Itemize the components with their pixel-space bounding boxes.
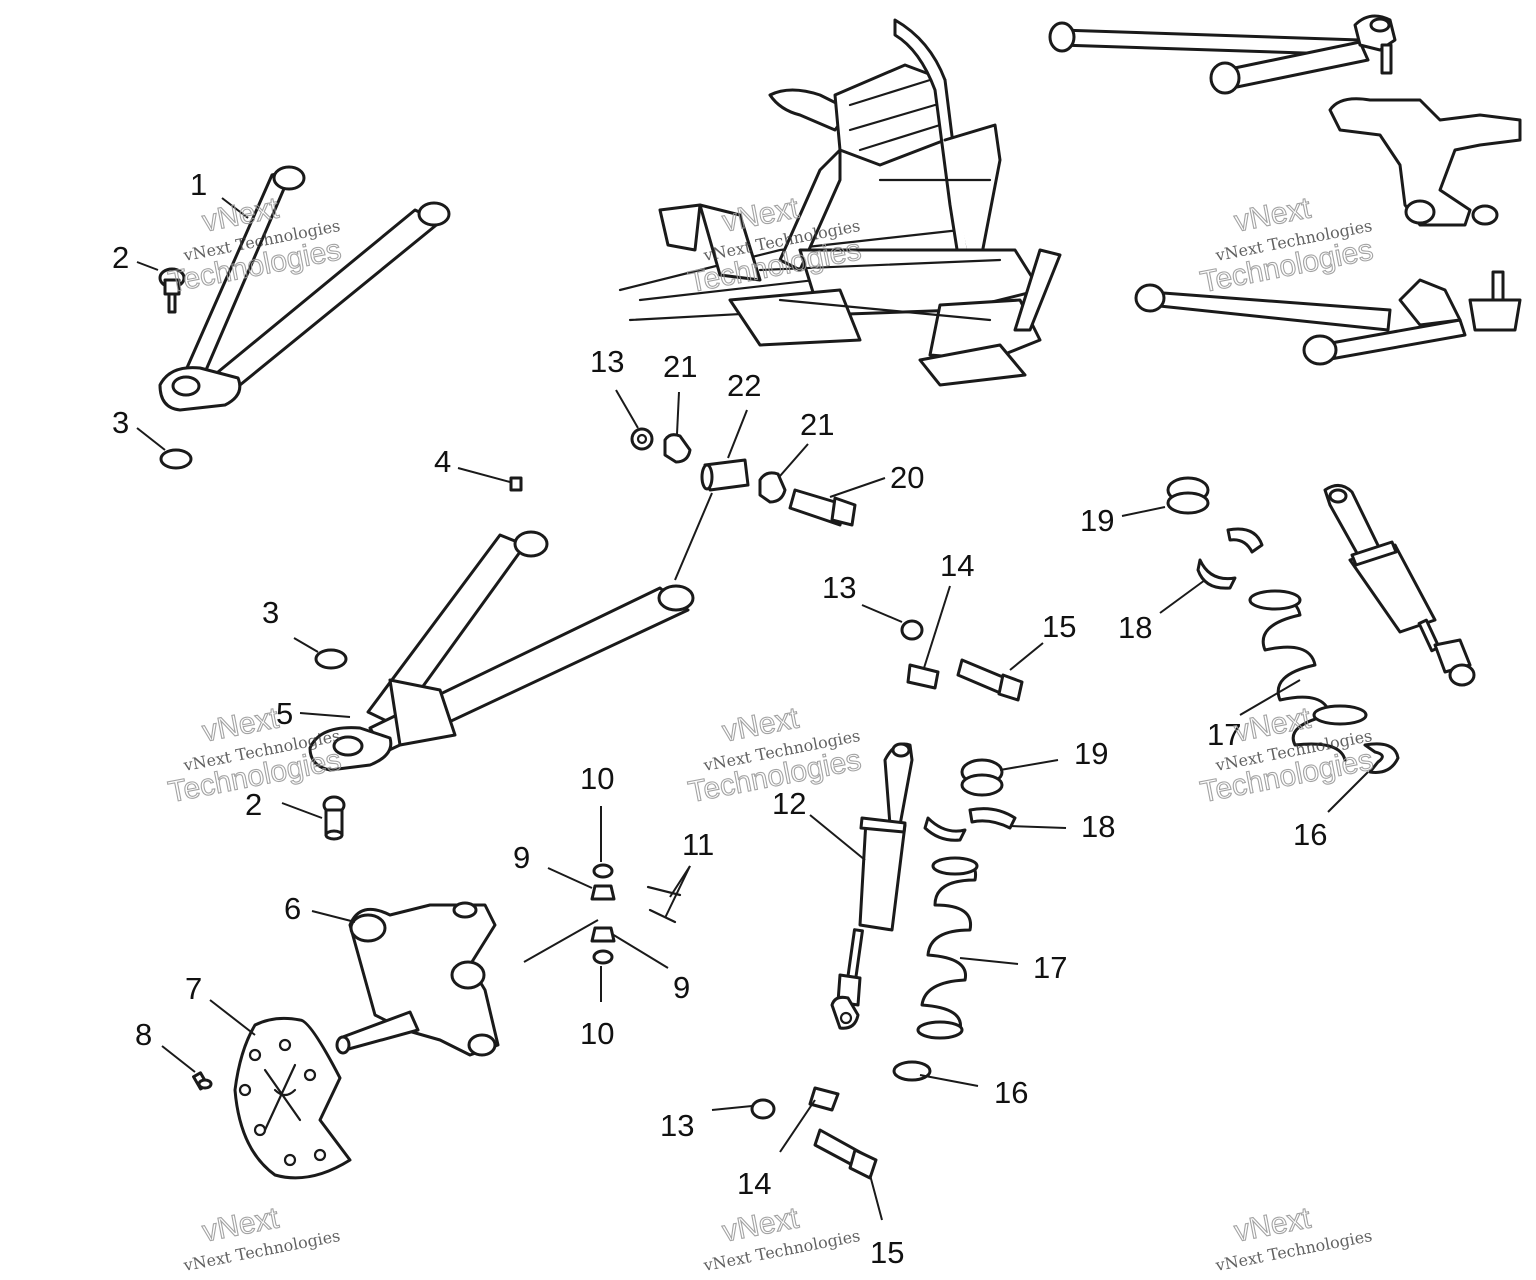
reference-upper-arm-part [1048, 14, 1397, 95]
callout-9: 9 [673, 970, 690, 1005]
circlip-upper-part [159, 448, 193, 470]
spring-stop-19-lower-part [960, 758, 1004, 797]
callout-13: 13 [822, 570, 856, 605]
spring-stop-19-upper-part [1166, 476, 1210, 515]
callout-18: 18 [1118, 610, 1152, 645]
watermark-middle-left: vNext vNext Technologies Technologies [165, 701, 344, 810]
callout-15: 15 [870, 1235, 904, 1270]
callout-21: 21 [800, 407, 834, 442]
brake-shield-part [233, 1016, 352, 1180]
watermark-bottom-right: vNext vNext Technologies [1213, 1201, 1374, 1275]
callout-10: 10 [580, 1016, 614, 1051]
reference-knuckle-part [1328, 97, 1522, 227]
callout-7: 7 [185, 971, 202, 1006]
nuts-washers-pins-part [590, 863, 682, 965]
callout-15: 15 [1042, 609, 1076, 644]
watermark-top-right: vNext vNext Technologies Technologies [1197, 191, 1376, 300]
screw-part [192, 1071, 213, 1091]
callout-22: 22 [727, 368, 761, 403]
callout-19: 19 [1080, 503, 1114, 538]
callout-2: 2 [245, 787, 262, 822]
lower-a-arm-part [308, 530, 695, 772]
watermark-bottom-left: vNext vNext Technologies [181, 1201, 342, 1275]
watermark-middle-center: vNext vNext Technologies Technologies [685, 701, 864, 810]
callout-13: 13 [660, 1108, 694, 1143]
callout-14: 14 [737, 1166, 771, 1201]
circlip-lower-part [314, 648, 348, 670]
upper-a-arm-part [158, 165, 451, 412]
shock-absorber-part [830, 742, 914, 1030]
callout-8: 8 [135, 1017, 152, 1052]
callout-3: 3 [262, 595, 279, 630]
callout-2: 2 [112, 240, 129, 275]
ball-joint-lower-part [322, 795, 346, 841]
callout-10: 10 [580, 761, 614, 796]
watermark-top-center: vNext vNext Technologies Technologies [685, 191, 864, 300]
callout-11: 11 [682, 827, 714, 862]
callout-16: 16 [1293, 817, 1327, 852]
callout-20: 20 [890, 460, 924, 495]
collet-18-left-part [923, 816, 967, 842]
callout-9: 9 [513, 840, 530, 875]
spring-seat-16-upper-part [1363, 742, 1400, 774]
callout-5: 5 [276, 696, 293, 731]
watermark-bottom-center: vNext vNext Technologies [701, 1201, 862, 1275]
pivot-hardware-part [630, 427, 857, 527]
steering-knuckle-part [335, 901, 500, 1057]
callout-21: 21 [663, 349, 697, 384]
callout-1: 1 [190, 167, 207, 202]
callout-3: 3 [112, 405, 129, 440]
callout-14: 14 [940, 548, 974, 583]
watermark-top-left: vNext vNext Technologies Technologies [165, 191, 344, 300]
small-bolt-part [509, 476, 523, 492]
frame-part [618, 18, 1062, 387]
callout-19: 19 [1074, 736, 1108, 771]
callout-16: 16 [994, 1075, 1028, 1110]
ball-joint-upper-part [158, 267, 186, 314]
shock-absorber-upper-part [1323, 484, 1476, 687]
bushing-bolt-bottom-part [750, 1086, 878, 1180]
spring-lower-part [916, 856, 979, 1040]
callout-13: 13 [590, 344, 624, 379]
callout-12: 12 [772, 786, 806, 821]
bushing-bolt-middle-part [900, 619, 1024, 702]
reference-lower-arm-part [1134, 270, 1522, 366]
callout-6: 6 [284, 891, 301, 926]
collet-18-right-part [968, 807, 1017, 830]
callout-17: 17 [1207, 717, 1241, 752]
spring-seat-16-lower-part [892, 1060, 932, 1082]
spring-upper-part [1248, 589, 1368, 762]
collet-18-lower-part [1196, 558, 1237, 590]
leader-lines [136, 197, 1369, 1221]
callout-18: 18 [1081, 809, 1115, 844]
callout-numbers: 1 2 3 4 3 5 2 6 7 8 13 21 22 21 20 13 14… [112, 167, 1327, 1270]
callout-17: 17 [1033, 950, 1067, 985]
collet-18-upper-part [1226, 527, 1264, 554]
callout-4: 4 [434, 444, 451, 479]
